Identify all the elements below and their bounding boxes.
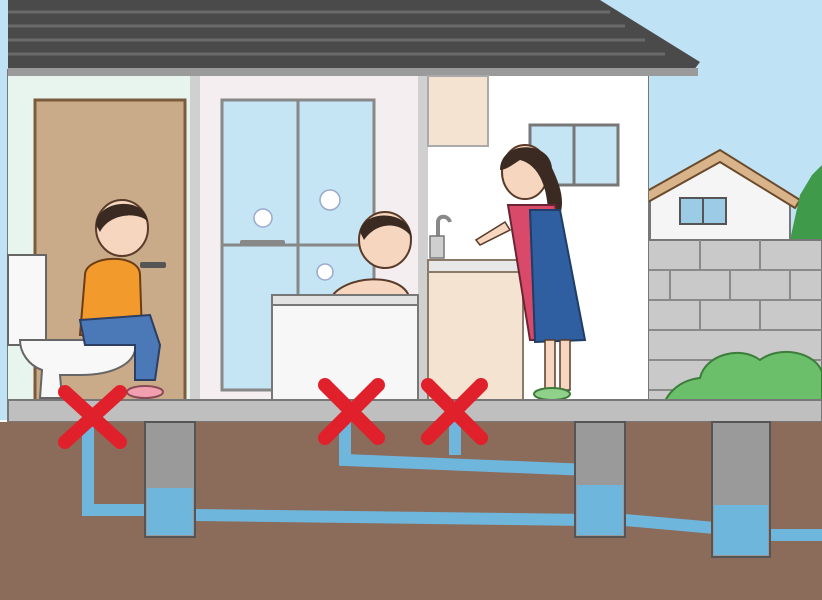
wall-divider-1 — [190, 76, 200, 406]
floor-slab — [7, 399, 822, 423]
woman-figure — [474, 144, 587, 401]
wall-divider-2 — [418, 76, 428, 406]
boy-figure — [78, 199, 164, 399]
roof — [8, 0, 700, 76]
bathroom — [200, 76, 419, 406]
toilet-room — [7, 76, 190, 407]
toilet-icon — [7, 254, 137, 399]
kitchen-drain-blocked-mark — [421, 378, 488, 445]
bath-drain-blocked-mark — [318, 378, 385, 445]
inspection-pit-2 — [574, 421, 626, 538]
blocked-x-icon — [58, 378, 488, 449]
tree — [790, 165, 822, 240]
kitchen-sink-icon — [427, 214, 524, 404]
inspection-pit-3 — [711, 421, 771, 558]
kitchen — [427, 75, 648, 406]
neighbor-house — [638, 148, 802, 241]
toilet-drain-blocked-mark — [58, 385, 127, 449]
inspection-pit-1 — [144, 421, 196, 538]
bathtub-icon — [271, 294, 419, 404]
